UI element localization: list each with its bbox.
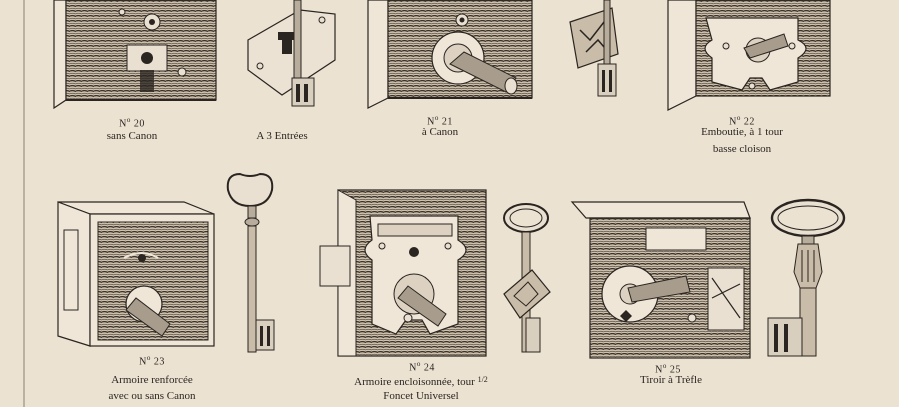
item-24-number: No 24 xyxy=(409,360,435,374)
item-20-number: No 20 xyxy=(119,116,145,130)
item-plate-caption: A 3 Entrées xyxy=(256,130,308,142)
item-22-number: No 22 xyxy=(729,114,755,128)
key-plate-icon xyxy=(247,0,336,107)
item-22-caption-line2: basse cloison xyxy=(712,143,772,155)
item-21-number: No 21 xyxy=(427,114,453,128)
item-21-caption: à Canon xyxy=(421,126,459,138)
item-25-caption: Tiroir à Trèfle xyxy=(640,374,702,386)
key-24-icon xyxy=(503,203,551,353)
item-24-caption-line1: Armoire encloisonnée, tour 1/2 xyxy=(354,375,488,388)
item-23-caption-line2: avec ou sans Canon xyxy=(108,390,196,402)
item-20-caption: sans Canon xyxy=(106,130,158,142)
key-23-icon xyxy=(226,172,275,353)
lock-22-icon xyxy=(667,0,831,111)
lock-25-icon xyxy=(570,201,751,359)
lock-24-icon xyxy=(319,189,487,357)
escutcheon-key-icon xyxy=(569,0,619,97)
item-24-caption-line2: Foncet Universel xyxy=(383,390,459,402)
key-25-icon xyxy=(767,198,846,357)
item-23-number: No 23 xyxy=(139,354,165,368)
lock-21-icon xyxy=(367,0,533,109)
lock-20-icon xyxy=(53,0,217,110)
item-23-caption-line1: Armoire renforcée xyxy=(111,374,193,386)
item-22-caption-line1: Emboutie, à 1 tour xyxy=(701,126,783,138)
lock-23-icon xyxy=(57,201,215,347)
item-25-number: No 25 xyxy=(655,362,681,376)
page-border-line xyxy=(23,0,25,407)
